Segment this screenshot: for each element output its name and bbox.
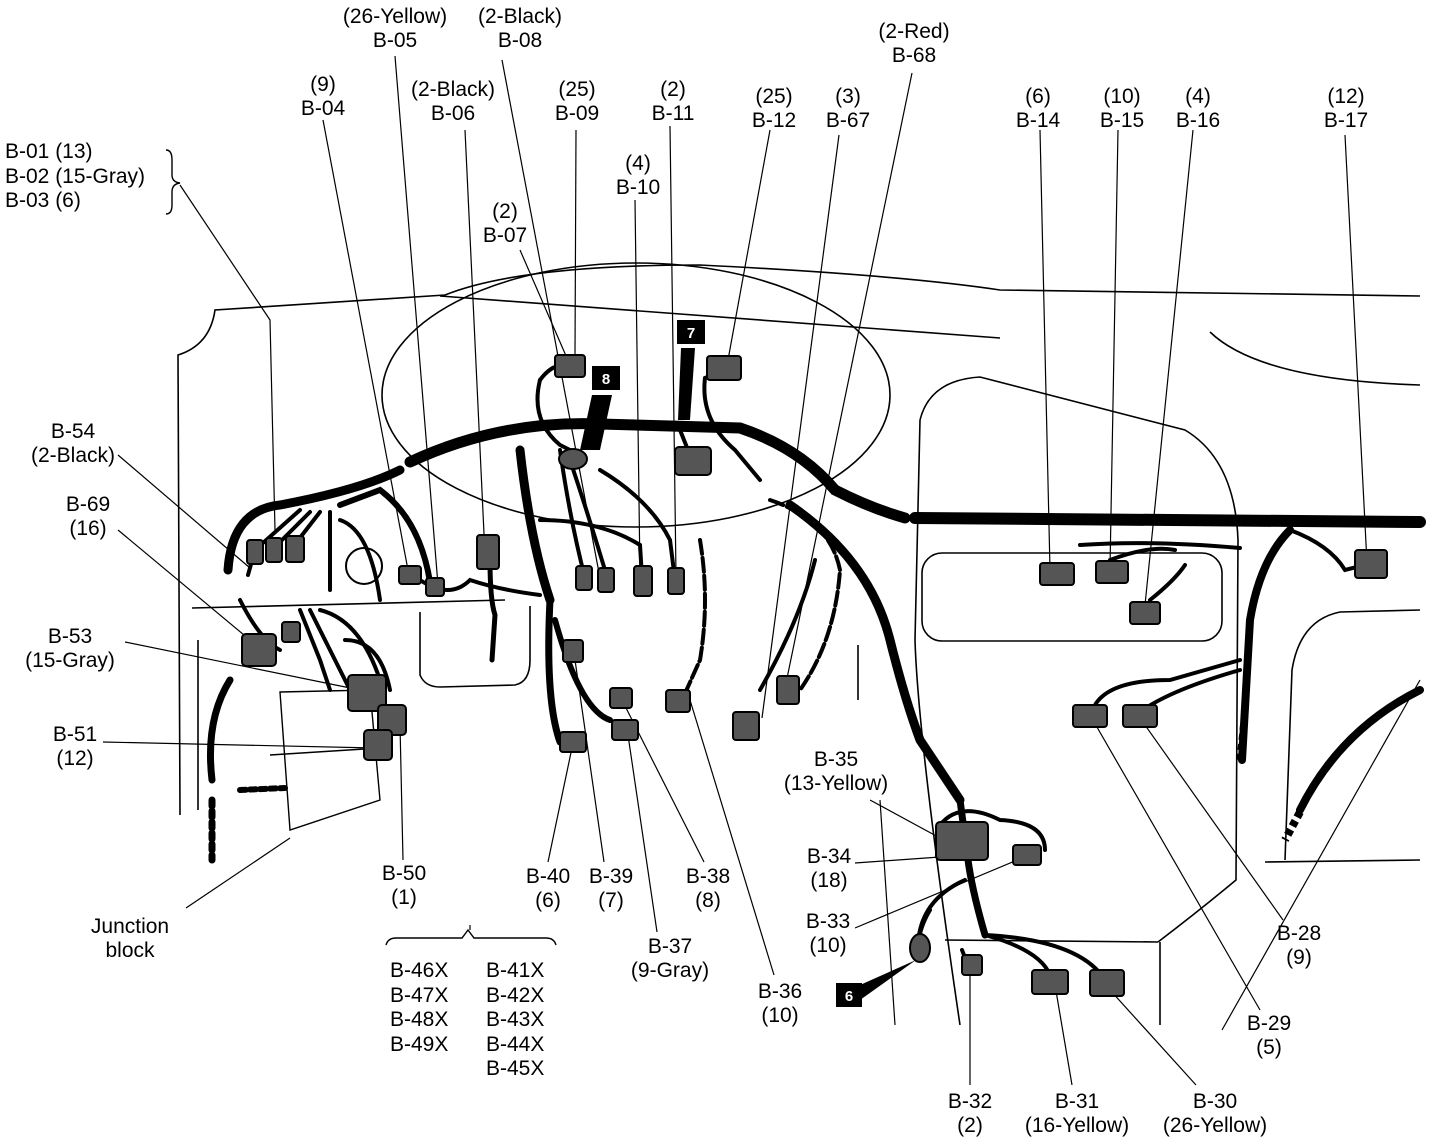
label-b28: B-28(9) <box>1276 922 1322 969</box>
connector-b09 <box>554 354 586 378</box>
connector-b05 <box>425 577 445 597</box>
connector-b53 <box>241 633 277 667</box>
label-b37: B-37(9-Gray) <box>630 935 710 982</box>
label-b34: B-34(18) <box>806 845 852 892</box>
label-b36: B-36(10) <box>757 980 803 1027</box>
connector-b10 <box>633 565 653 597</box>
label-b10: (4)B-10 <box>615 152 661 199</box>
connector-b29 <box>1072 704 1108 728</box>
label-b67: (3)B-67 <box>825 85 871 132</box>
connector-b02 <box>265 537 283 563</box>
main-harness <box>207 418 1426 939</box>
bracket-x-group <box>385 928 557 946</box>
connector-b17 <box>1354 549 1388 579</box>
connector-b51 <box>363 729 393 761</box>
connector-b38 <box>609 687 633 709</box>
connector-b67 <box>776 675 800 705</box>
label-b54: B-54(2-Black) <box>30 420 116 467</box>
callout-6 <box>836 983 862 1007</box>
label-b14: (6)B-14 <box>1015 85 1061 132</box>
connector-b12 <box>706 355 742 381</box>
label-b08: (2-Black)B-08 <box>477 5 563 52</box>
connector-b36 <box>665 689 691 713</box>
label-b40: B-40(6) <box>525 865 571 912</box>
connector-b28 <box>1122 704 1158 728</box>
connector-b68 <box>674 446 712 476</box>
dashboard-outline <box>177 262 1421 1026</box>
label-b32: B-32(2) <box>947 1090 993 1137</box>
label-b29: B-29(5) <box>1246 1012 1292 1059</box>
label-b09: (25)B-09 <box>554 78 600 125</box>
label-b53: B-53(15-Gray) <box>25 625 115 672</box>
connector-b03 <box>285 535 305 563</box>
connector-b31 <box>1031 969 1069 995</box>
label-b12: (25)B-12 <box>751 85 797 132</box>
connector-b69 <box>281 621 301 643</box>
callout-flags: 8 7 6 <box>580 320 916 1007</box>
label-b50: B-50(1) <box>381 862 427 909</box>
connector-b40 <box>559 731 587 753</box>
connector-b30 <box>1089 969 1125 997</box>
label-b11: (2)B-11 <box>651 78 695 125</box>
callout-7-text: 7 <box>687 325 695 342</box>
label-b15: (10)B-15 <box>1099 85 1145 132</box>
label-b33: B-33(10) <box>805 910 851 957</box>
connector-b15 <box>1095 560 1129 584</box>
connector-b06 <box>476 534 500 570</box>
label-b30: B-30(26-Yellow) <box>1162 1090 1268 1137</box>
connector-b33 <box>1012 844 1042 866</box>
callout-6-text: 6 <box>845 988 853 1005</box>
label-b17: (12)B-17 <box>1323 85 1369 132</box>
connector-b08 <box>558 448 588 470</box>
connector-b07 <box>575 565 593 591</box>
callout-8 <box>592 366 620 390</box>
label-group-x-right: B-41X B-42X B-43X B-44X B-45X <box>486 959 545 1080</box>
connector-b37 <box>611 719 639 741</box>
label-b05: (26-Yellow)B-05 <box>342 5 448 52</box>
leader-lines <box>102 55 1421 1086</box>
connector-b14 <box>1039 562 1075 586</box>
label-b07: (2)B-07 <box>482 200 528 247</box>
label-b16: (4)B-16 <box>1175 85 1221 132</box>
label-group-x-left: B-46X B-47X B-48X B-49X <box>390 959 449 1056</box>
connector-b33-end <box>909 933 931 963</box>
label-b69: B-69(16) <box>65 493 111 540</box>
label-b38: B-38(8) <box>685 865 731 912</box>
label-b04: (9)B-04 <box>300 73 346 120</box>
connector-b39 <box>562 639 584 663</box>
label-b06: (2-Black)B-06 <box>410 78 496 125</box>
connector-b32 <box>961 954 983 976</box>
label-group-b01-b03: B-01 (13) B-02 (15-Gray) B-03 (6) <box>5 140 146 212</box>
label-b68: (2-Red)B-68 <box>878 20 950 67</box>
bracket-b01-b03 <box>165 149 181 215</box>
connector-b16 <box>1129 601 1161 625</box>
connectors <box>241 354 1388 997</box>
connector-b53-junction <box>347 674 387 712</box>
label-b39: B-39(7) <box>588 865 634 912</box>
connector-b11 <box>667 567 685 595</box>
label-b51: B-51(12) <box>52 723 98 770</box>
label-b31: B-31(16-Yellow) <box>1024 1090 1130 1137</box>
callout-8-text: 8 <box>602 371 610 388</box>
connector-b04 <box>398 565 422 585</box>
ignition-hole <box>345 547 383 585</box>
connector-b34 <box>935 821 989 861</box>
callout-7 <box>677 320 705 344</box>
label-b35: B-35(13-Yellow) <box>783 748 889 795</box>
connector-b12-end <box>732 711 760 741</box>
connector-b01 <box>246 539 264 565</box>
